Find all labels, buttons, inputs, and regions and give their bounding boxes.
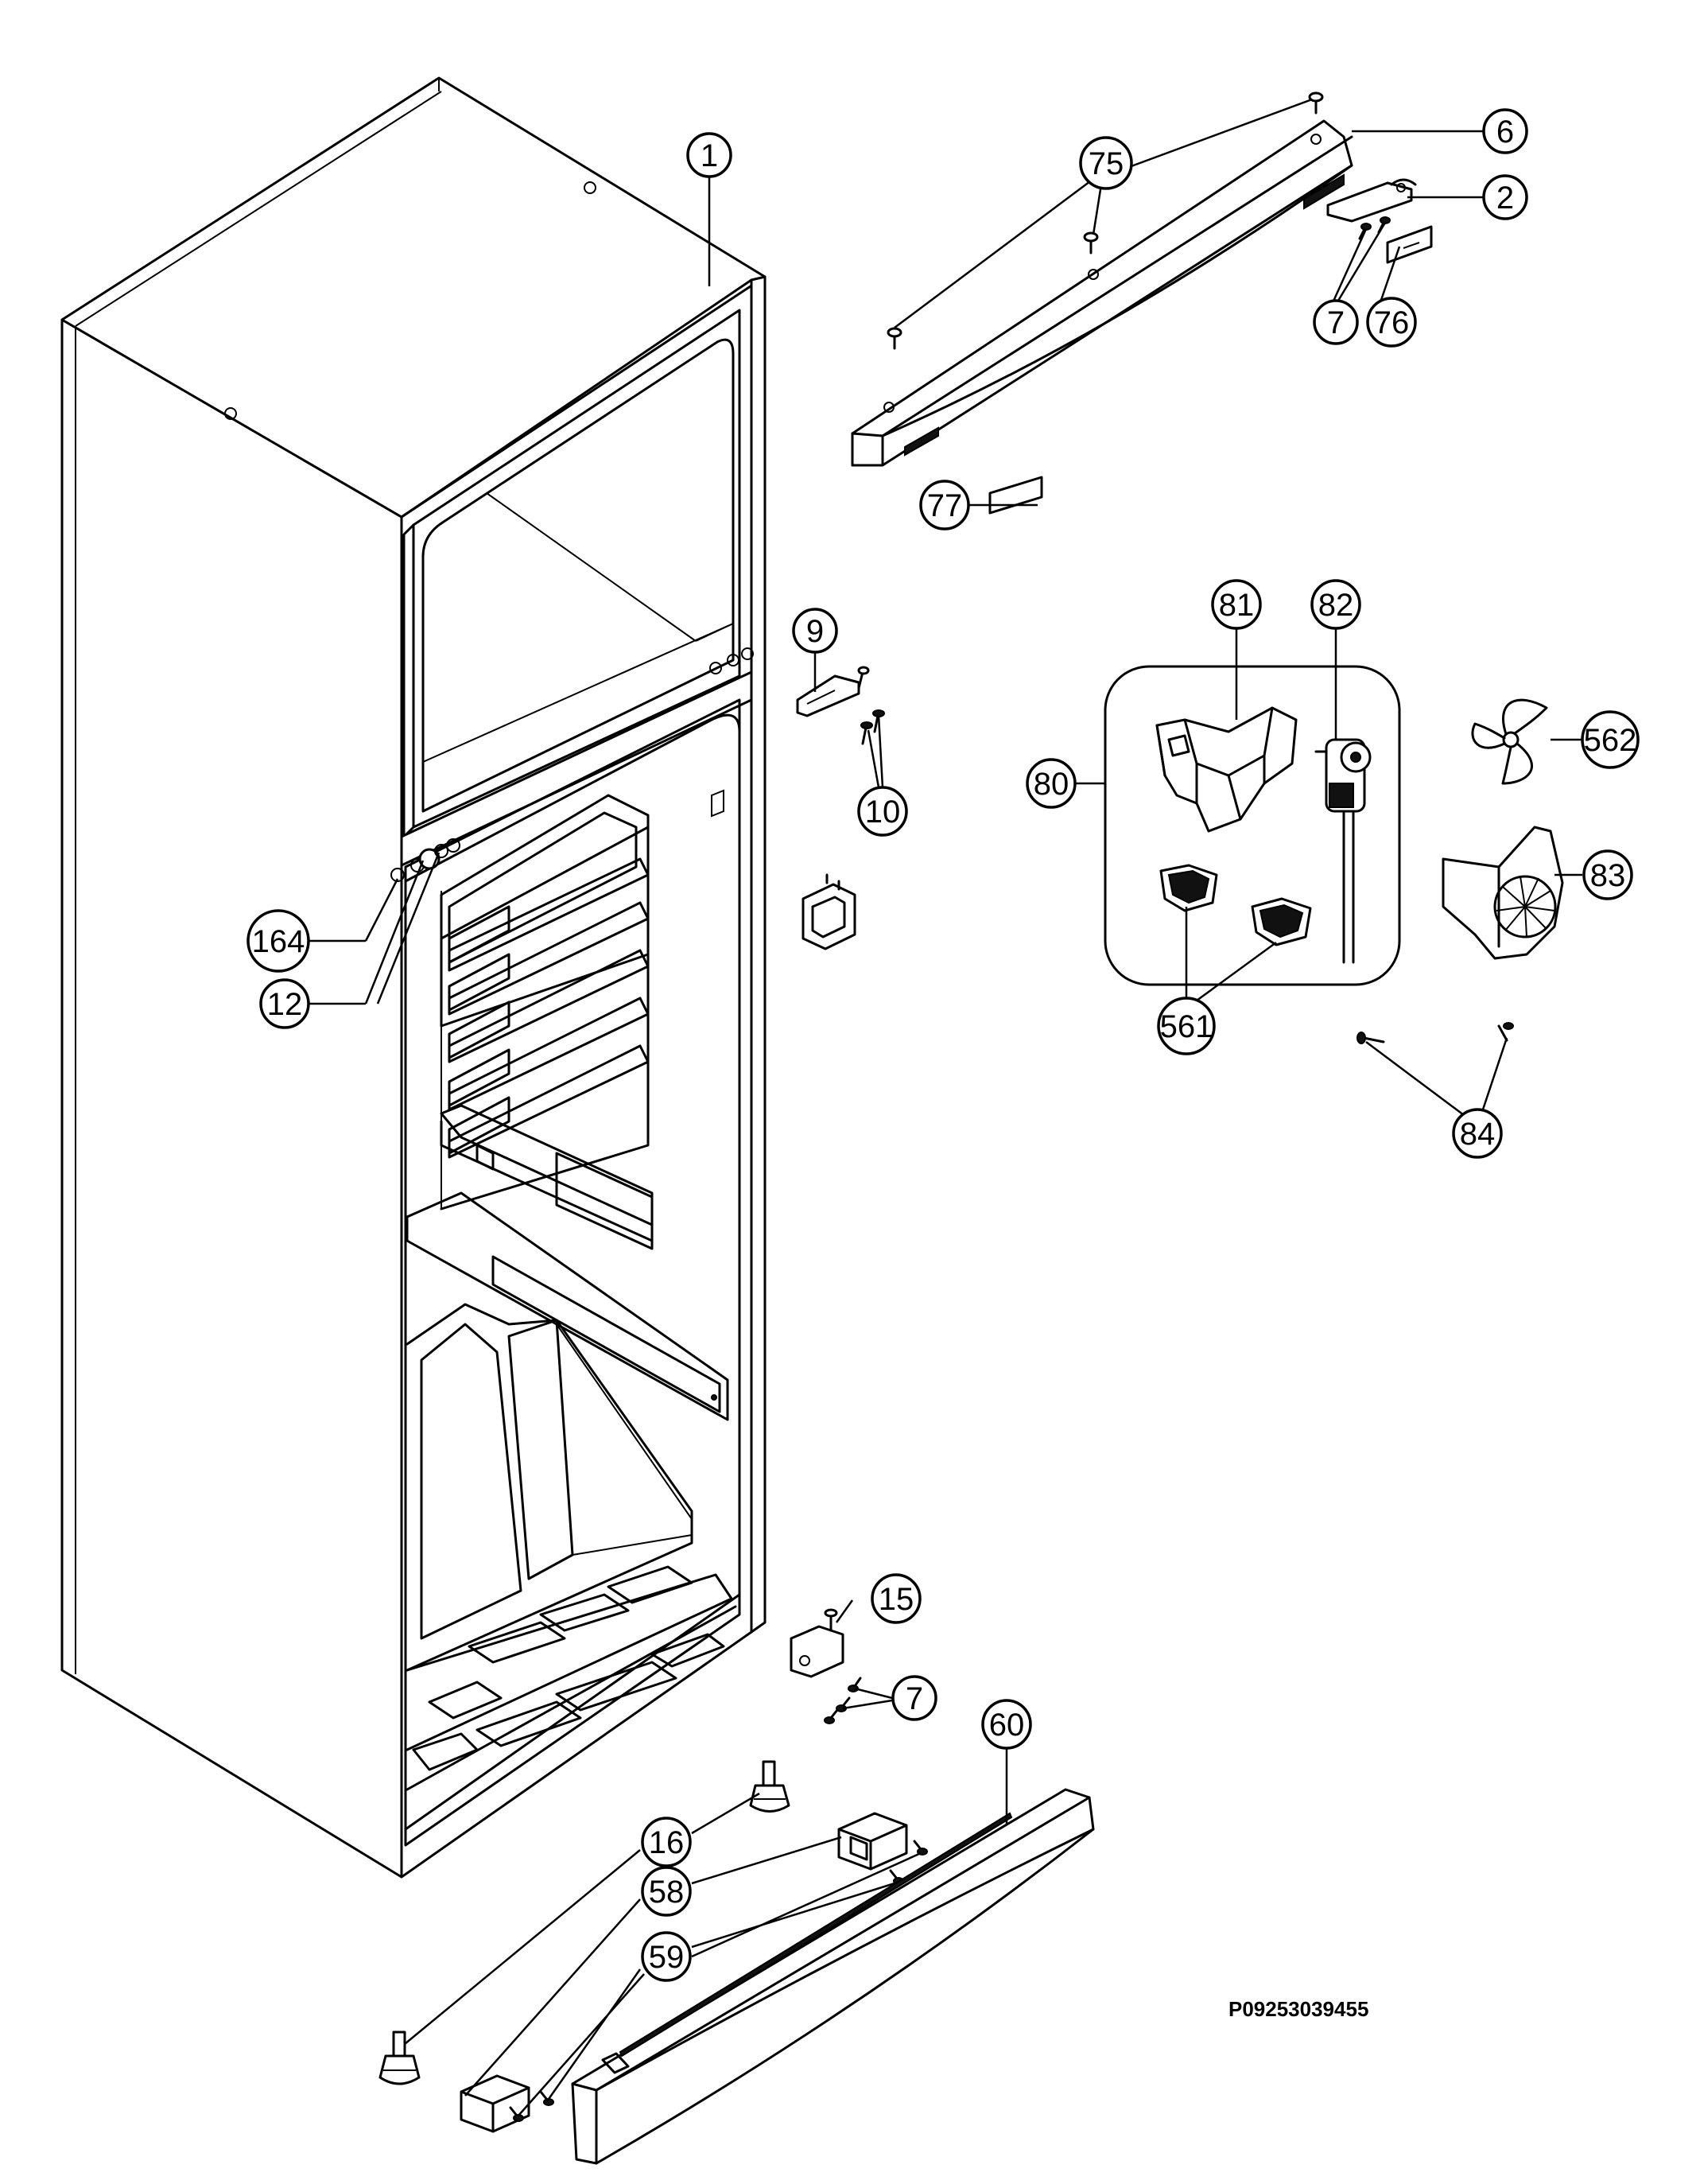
- svg-text:16: 16: [649, 1825, 685, 1860]
- svg-text:59: 59: [649, 1940, 685, 1975]
- screws-7-bottom: [824, 1677, 862, 1724]
- svg-text:2: 2: [1496, 181, 1514, 216]
- callout-76: 76: [1366, 297, 1417, 348]
- centre-hinge-9: [796, 666, 870, 717]
- callout-561: 561: [1157, 997, 1216, 1055]
- callout-7-top: 7: [1313, 299, 1359, 345]
- callout-75: 75: [1079, 136, 1133, 190]
- crisper-area: [406, 1303, 693, 1672]
- hinge-cap-76: [1386, 225, 1433, 264]
- adjustable-foot-16a: [749, 1760, 790, 1813]
- callout-12: 12: [259, 978, 310, 1029]
- screw-icon: [1308, 91, 1324, 115]
- screws-75: [887, 91, 1324, 350]
- plinth-bracket-58b: [460, 2074, 530, 2133]
- svg-text:76: 76: [1374, 305, 1410, 340]
- lower-shelf-rail: [406, 1191, 729, 1421]
- adjustable-foot-16b: [378, 2030, 421, 2085]
- screw-icon: [1083, 231, 1099, 255]
- bottom-hinge-15: [790, 1608, 844, 1678]
- callout-82: 82: [1310, 579, 1361, 630]
- mid-shelf-rail: [440, 1104, 654, 1250]
- svg-text:82: 82: [1318, 588, 1354, 623]
- svg-text:58: 58: [649, 1875, 685, 1910]
- svg-text:84: 84: [1460, 1117, 1496, 1152]
- svg-text:164: 164: [252, 924, 305, 959]
- leader-lines: [309, 98, 1582, 2116]
- svg-text:562: 562: [1584, 723, 1637, 758]
- kickplate-60: [571, 1788, 1095, 2165]
- screw-icon: [887, 327, 902, 350]
- svg-text:1: 1: [701, 138, 718, 173]
- screws-84: [1357, 1022, 1514, 1044]
- svg-text:561: 561: [1160, 1009, 1213, 1044]
- bottom-tray: [406, 1565, 737, 1791]
- callout-60: 60: [981, 1699, 1032, 1750]
- cover-cap-77: [988, 476, 1043, 515]
- svg-text:77: 77: [927, 488, 963, 523]
- callout-84: 84: [1452, 1108, 1503, 1159]
- freezer-compartment: [400, 309, 754, 867]
- callout-15: 15: [871, 1573, 922, 1624]
- svg-text:9: 9: [806, 614, 824, 649]
- svg-text:7: 7: [906, 1681, 923, 1716]
- svg-text:6: 6: [1496, 115, 1514, 150]
- top-hinge-cover: [851, 119, 1353, 467]
- callout-58: 58: [641, 1866, 692, 1917]
- switch-block: [801, 873, 856, 950]
- callout-6: 6: [1482, 108, 1528, 154]
- svg-text:60: 60: [989, 1708, 1025, 1743]
- cabinet-body: [60, 76, 767, 1879]
- drawing-code: P09253039455: [1228, 1997, 1368, 2021]
- callout-77: 77: [919, 480, 970, 530]
- svg-text:80: 80: [1034, 767, 1069, 802]
- callout-59: 59: [641, 1931, 692, 1982]
- fan-blade-562: [1471, 698, 1548, 785]
- fan-shroud-83: [1442, 826, 1564, 960]
- plinth-bracket-58a: [837, 1812, 908, 1871]
- svg-text:7: 7: [1327, 305, 1345, 340]
- callout-83: 83: [1582, 849, 1633, 900]
- callout-10: 10: [857, 786, 908, 837]
- callout-1: 1: [686, 132, 732, 178]
- callout-164: 164: [246, 909, 310, 973]
- svg-text:75: 75: [1089, 146, 1124, 181]
- fan-motor-82: [1314, 738, 1372, 964]
- svg-text:12: 12: [267, 987, 303, 1022]
- motor-mounts-561: [1159, 864, 1312, 946]
- callout-9: 9: [792, 608, 838, 654]
- svg-text:10: 10: [865, 795, 901, 830]
- top-hinge-2: [1326, 178, 1417, 223]
- callout-2: 2: [1482, 174, 1528, 220]
- liner-shelf-rails: [440, 794, 650, 1211]
- svg-text:83: 83: [1590, 858, 1626, 893]
- fresh-food-liner: [404, 698, 741, 1847]
- fan-assembly-group: [1104, 665, 1401, 986]
- svg-text:81: 81: [1219, 588, 1255, 623]
- fan-bracket-81: [1155, 706, 1298, 833]
- callout-80: 80: [1026, 758, 1077, 809]
- callout-81: 81: [1211, 579, 1262, 630]
- callout-16: 16: [641, 1817, 692, 1867]
- callout-7-bottom: 7: [891, 1675, 937, 1721]
- svg-text:15: 15: [879, 1582, 914, 1617]
- callout-562: 562: [1581, 710, 1640, 769]
